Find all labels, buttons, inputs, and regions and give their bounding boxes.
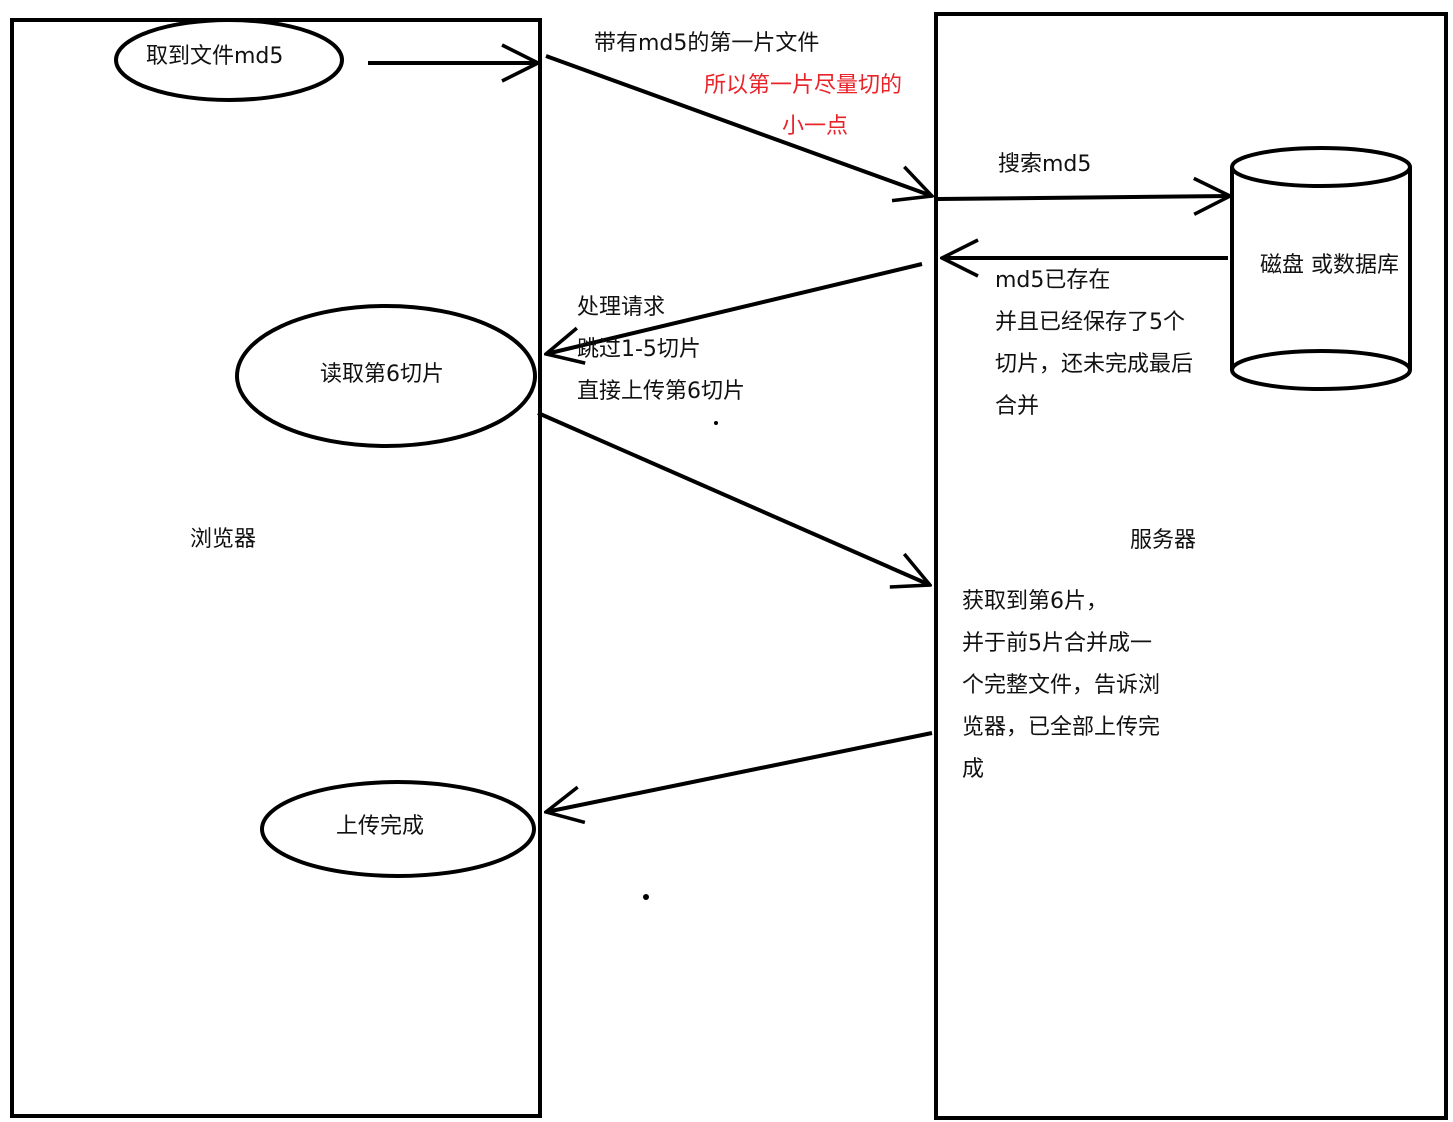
get-md5-node (114, 18, 344, 102)
arrow-handle-request (546, 262, 923, 354)
note-line: 切片，还未完成最后 (995, 352, 1194, 377)
get-md5-label: 取到文件md5 (146, 44, 284, 69)
upload-done-node (260, 780, 536, 878)
arrow-search-md5 (937, 196, 1230, 199)
arrow-upload-complete (546, 731, 933, 812)
note-line: 获取到第6片， (962, 589, 1108, 614)
browser-label: 浏览器 (190, 527, 257, 552)
note-line: 并于前5片合并成一 (962, 631, 1152, 656)
note-line: md5已存在 (995, 268, 1111, 293)
arrow-upload-slice6 (537, 411, 930, 585)
note-line: 处理请求 (577, 295, 666, 320)
note-line: 个完整文件，告诉浏 (962, 673, 1161, 698)
note-line: 合并 (995, 394, 1040, 419)
search-md5-label: 搜索md5 (998, 152, 1092, 177)
stray-dot (643, 894, 649, 900)
note-line: 跳过1-5切片 (577, 337, 701, 362)
read-slice6-node (235, 304, 537, 448)
server-merge-note: 获取到第6片， 并于前5片合并成一 个完整文件，告诉浏 览器，已全部上传完 成 (962, 581, 1160, 791)
upload-done-label: 上传完成 (336, 814, 425, 839)
note-line: 览器，已全部上传完 (962, 715, 1161, 740)
md5-exists-note: md5已存在 并且已经保存了5个 切片，还未完成最后 合并 (995, 260, 1193, 428)
storage-label: 磁盘 或数据库 (1260, 253, 1399, 278)
note-line: 并且已经保存了5个 (995, 310, 1185, 335)
read-slice6-label: 读取第6切片 (320, 362, 444, 387)
stray-dot (538, 132, 542, 136)
note-line: 直接上传第6切片 (577, 379, 745, 404)
first-slice-note-line-1: 所以第一片尽量切的 (704, 73, 903, 98)
handle-request-note: 处理请求 跳过1-5切片 直接上传第6切片 (577, 287, 745, 413)
first-slice-label: 带有md5的第一片文件 (594, 31, 820, 56)
server-label: 服务器 (1130, 528, 1197, 553)
storage-cylinder (1230, 146, 1412, 391)
note-line: 成 (962, 757, 985, 782)
server-lane (934, 12, 1448, 1120)
arrow-first-slice (545, 54, 932, 196)
stray-dot (714, 421, 718, 425)
first-slice-note-line-2: 小一点 (782, 114, 849, 139)
browser-lane (10, 18, 542, 1118)
